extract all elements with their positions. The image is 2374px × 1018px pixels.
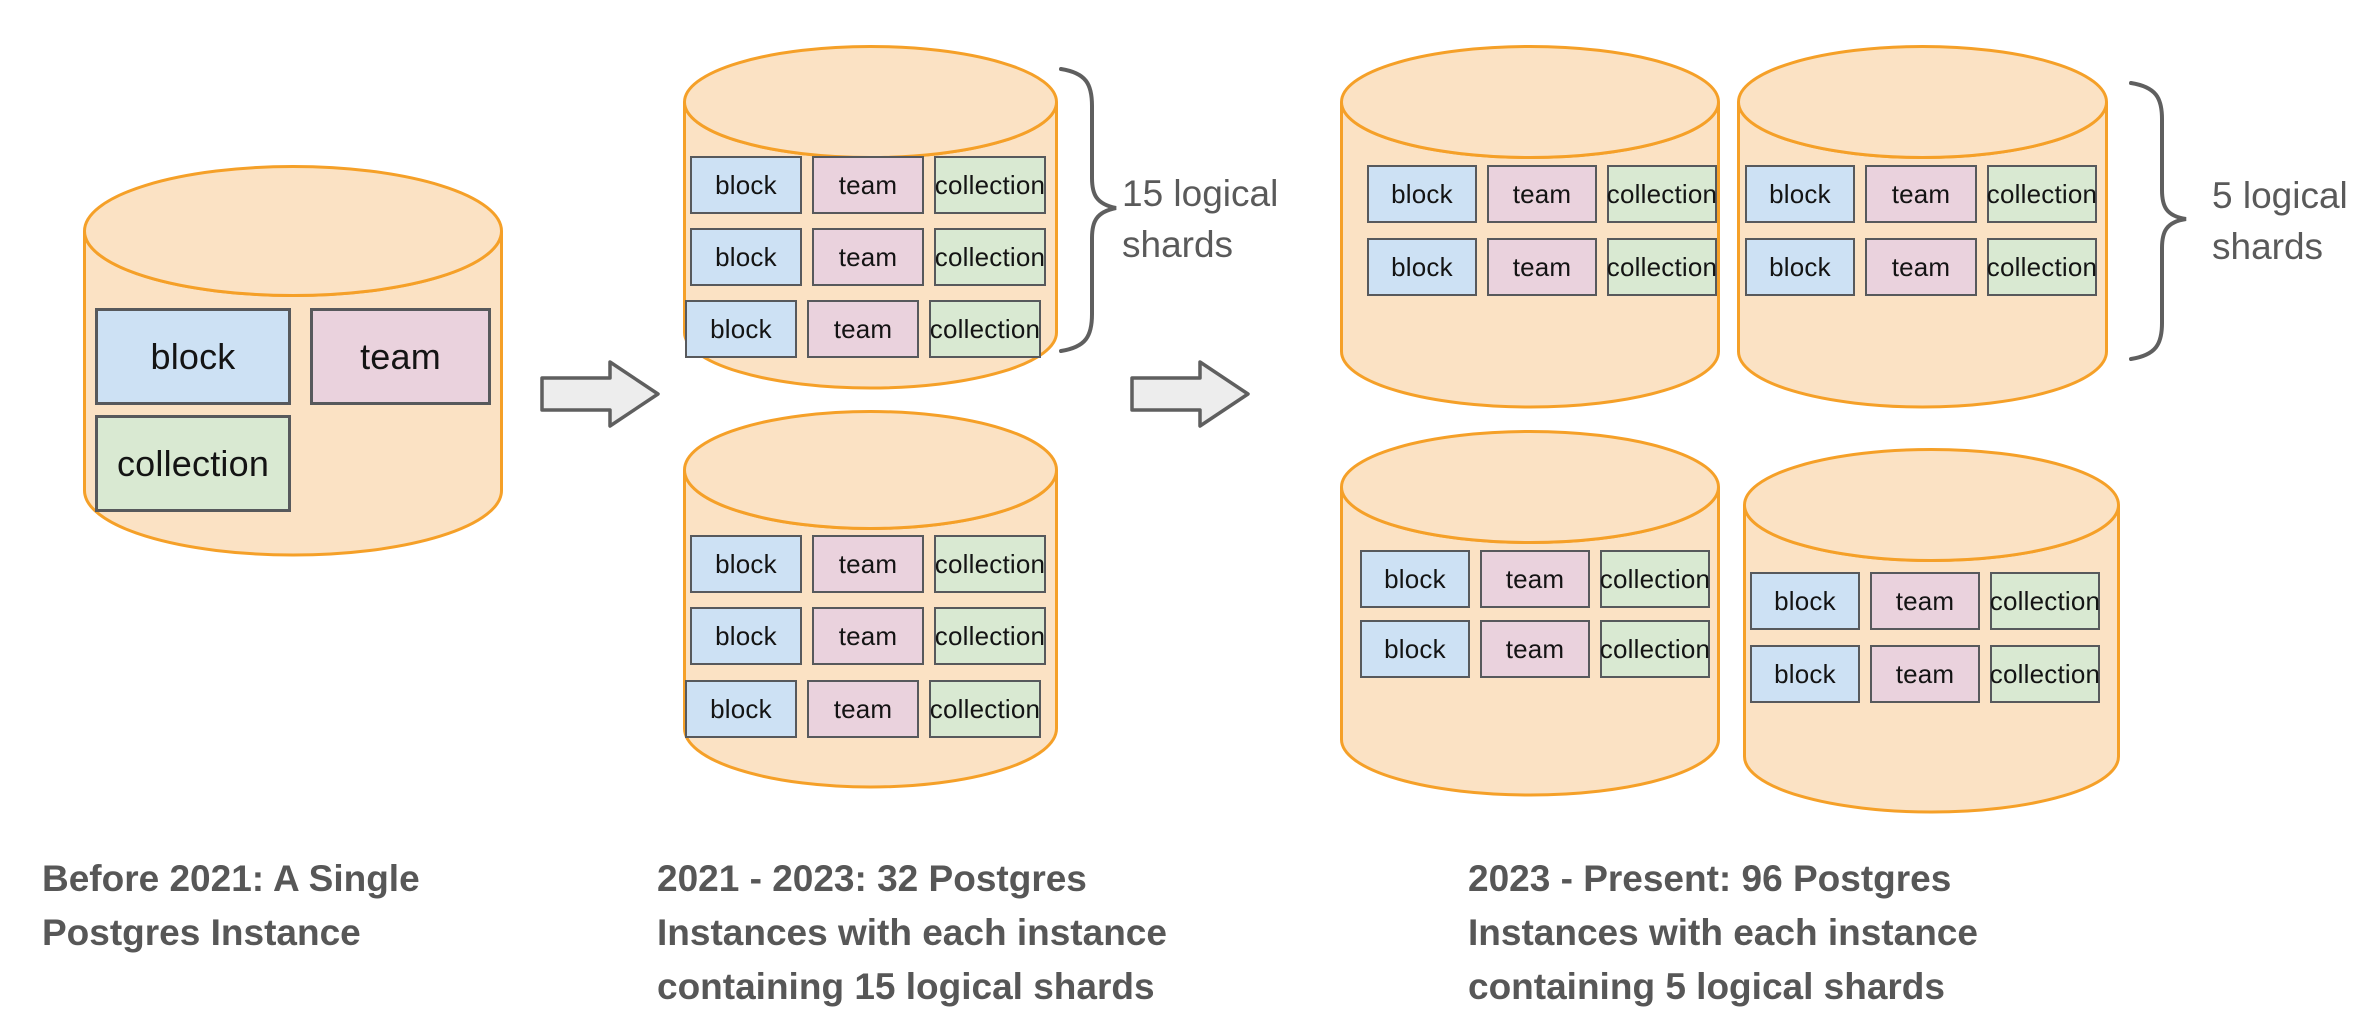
team-table: team — [812, 228, 924, 286]
stage3-caption-line2: Instances with each instance — [1468, 912, 1978, 953]
collection-table: collection — [934, 156, 1046, 214]
shard-count-line2: shards — [1122, 224, 1234, 265]
stage3-cylinder-bottom-right — [1743, 448, 2120, 814]
team-table: team — [1870, 572, 1980, 630]
block-table: block — [1360, 550, 1470, 608]
collection-table: collection — [1607, 165, 1717, 223]
team-table: team — [812, 535, 924, 593]
collection-table: collection — [1600, 550, 1710, 608]
stage3-cylinder-top-left — [1340, 45, 1720, 409]
block-table: block — [1367, 238, 1477, 296]
block-table: block — [1360, 620, 1470, 678]
shard-count-label-5: 5 logical shards — [2212, 170, 2348, 272]
block-table: block — [95, 308, 291, 405]
right-arrow-icon — [540, 360, 660, 428]
block-table: block — [1745, 165, 1855, 223]
stage3-caption-line3: containing 5 logical shards — [1468, 966, 1945, 1007]
team-table: team — [1487, 165, 1597, 223]
block-table: block — [685, 300, 797, 358]
collection-table: collection — [934, 607, 1046, 665]
collection-table: collection — [1987, 238, 2097, 296]
team-table: team — [1487, 238, 1597, 296]
collection-table: collection — [929, 680, 1041, 738]
shard-count-line1: 15 logical — [1122, 173, 1279, 214]
block-table: block — [1750, 572, 1860, 630]
collection-table: collection — [1600, 620, 1710, 678]
team-table: team — [807, 680, 919, 738]
block-table: block — [690, 228, 802, 286]
curly-brace-icon — [1059, 67, 1117, 353]
block-table: block — [690, 535, 802, 593]
team-table: team — [1870, 645, 1980, 703]
shard-count-line2: shards — [2212, 226, 2324, 267]
block-table: block — [690, 156, 802, 214]
right-arrow-icon — [1130, 360, 1250, 428]
collection-table: collection — [1990, 572, 2100, 630]
stage1-caption-line2: Postgres Instance — [42, 912, 361, 953]
block-table: block — [1367, 165, 1477, 223]
team-table: team — [1865, 165, 1977, 223]
block-table: block — [685, 680, 797, 738]
shard-count-label-15: 15 logical shards — [1122, 168, 1278, 270]
collection-table: collection — [95, 415, 291, 512]
team-table: team — [310, 308, 491, 405]
stage3-caption-line1: 2023 - Present: 96 Postgres — [1468, 858, 1952, 899]
stage3-cylinder-top-right — [1737, 45, 2108, 409]
team-table: team — [812, 607, 924, 665]
shard-count-line1: 5 logical — [2212, 175, 2348, 216]
collection-table: collection — [1607, 238, 1717, 296]
stage2-caption-line3: containing 15 logical shards — [657, 966, 1155, 1007]
team-table: team — [1480, 620, 1590, 678]
curly-brace-icon — [2129, 81, 2187, 361]
stage2-caption-line1: 2021 - 2023: 32 Postgres — [657, 858, 1087, 899]
stage3-caption: 2023 - Present: 96 Postgres Instances wi… — [1468, 852, 1978, 1014]
stage1-caption: Before 2021: A Single Postgres Instance — [42, 852, 420, 960]
team-table: team — [1480, 550, 1590, 608]
team-table: team — [1865, 238, 1977, 296]
stage3-cylinder-bottom-left — [1340, 430, 1720, 797]
team-table: team — [812, 156, 924, 214]
team-table: team — [807, 300, 919, 358]
block-table: block — [690, 607, 802, 665]
stage2-caption-line2: Instances with each instance — [657, 912, 1167, 953]
block-table: block — [1750, 645, 1860, 703]
collection-table: collection — [1990, 645, 2100, 703]
collection-table: collection — [934, 535, 1046, 593]
collection-table: collection — [934, 228, 1046, 286]
collection-table: collection — [1987, 165, 2097, 223]
stage2-caption: 2021 - 2023: 32 Postgres Instances with … — [657, 852, 1167, 1014]
collection-table: collection — [929, 300, 1041, 358]
stage1-caption-line1: Before 2021: A Single — [42, 858, 420, 899]
block-table: block — [1745, 238, 1855, 296]
